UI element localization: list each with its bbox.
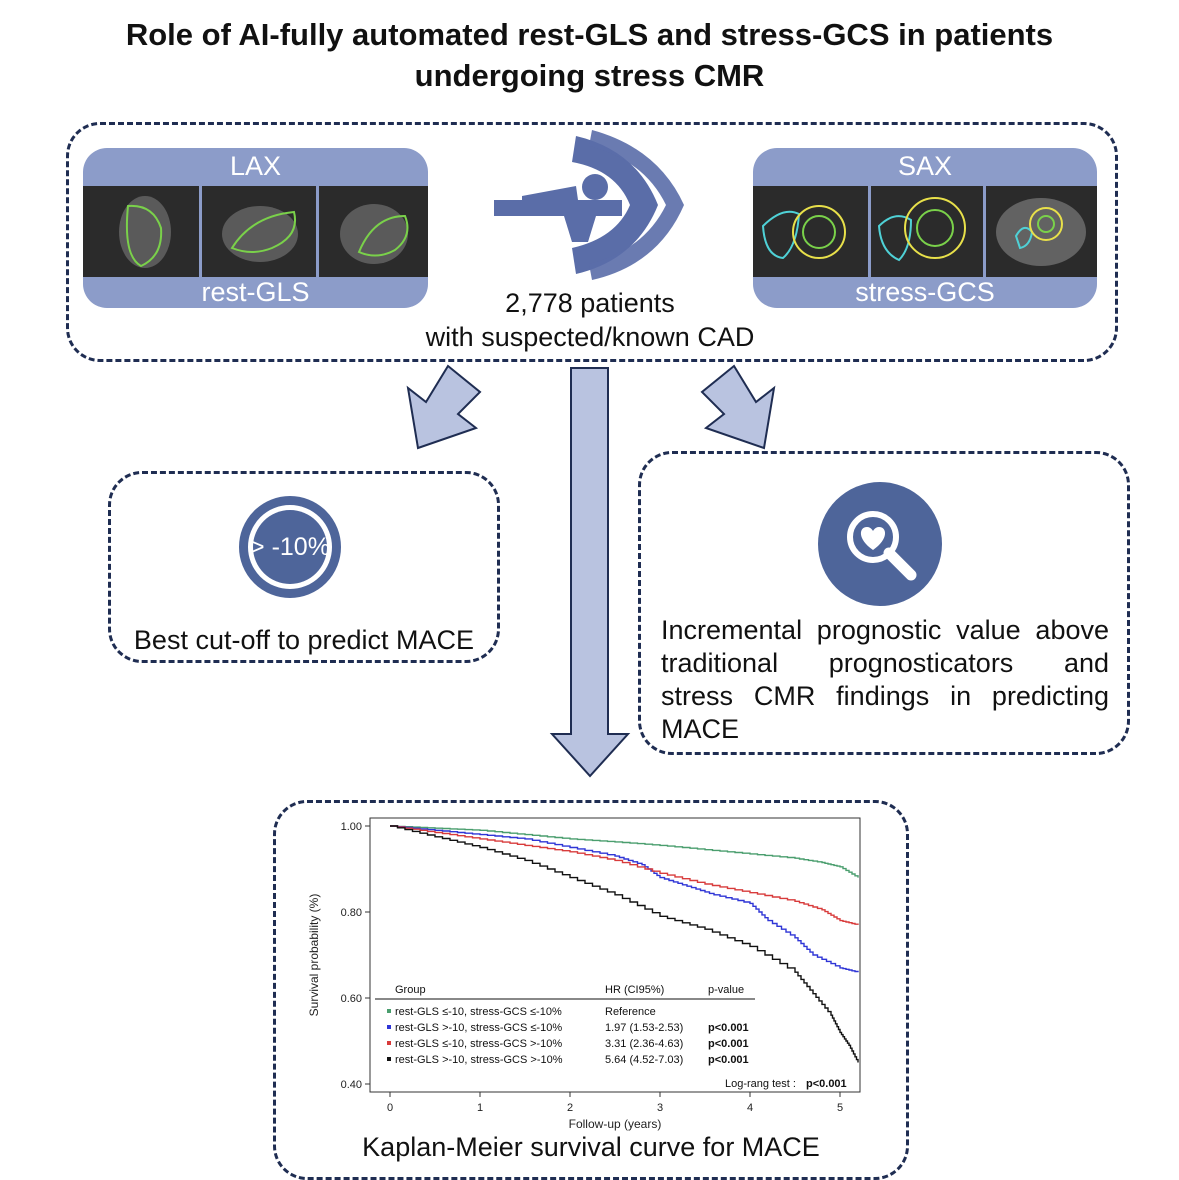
sax-panel: SAX stress-GCS	[753, 148, 1097, 308]
table-header-group: Group	[395, 984, 426, 996]
x-tick-label: 2	[567, 1102, 573, 1114]
plot-frame	[369, 817, 861, 1093]
y-tick-label: 0.60	[341, 993, 362, 1005]
lax-image-1	[83, 186, 199, 277]
incremental-text: Incremental prognostic value above tradi…	[661, 615, 1109, 744]
lax-panel: LAX rest-GLS	[83, 148, 428, 308]
table-row-hr: 5.64 (4.52-7.03)	[605, 1054, 683, 1066]
x-tick-label: 1	[477, 1102, 483, 1114]
logrank-label: Log-rang test :	[725, 1078, 796, 1090]
x-axis-label: Follow-up (years)	[569, 1117, 662, 1131]
table-row-marker	[387, 1009, 391, 1013]
cohort-text: 2,778 patients with suspected/known CAD	[425, 288, 755, 352]
table-row-p: p<0.001	[708, 1022, 749, 1034]
cutoff-value: > -10%	[250, 533, 330, 561]
km-curve-3	[390, 825, 859, 925]
km-table: Group HR (CI95%) p-value rest-GLS ≤-10, str…	[375, 984, 847, 1090]
mri-scanner-icon	[494, 130, 684, 280]
table-row-marker	[387, 1025, 391, 1029]
table-row-hr: Reference	[605, 1006, 656, 1018]
lax-label: LAX	[229, 151, 282, 181]
x-tick-label: 4	[747, 1102, 753, 1114]
km-curve-1	[390, 825, 859, 878]
cutoff-badge: > -10%	[239, 496, 341, 598]
sax-image-3	[986, 186, 1097, 277]
sax-label: SAX	[897, 151, 953, 181]
arrow-down-right-icon	[700, 364, 776, 450]
table-row-group: rest-GLS >-10, stress-GCS ≤-10%	[395, 1022, 562, 1034]
table-row-marker	[387, 1057, 391, 1061]
lax-image-3	[319, 186, 428, 277]
y-tick-label: 1.00	[341, 821, 362, 833]
x-tick-label: 3	[657, 1102, 663, 1114]
magnifier-heart-icon	[818, 482, 942, 606]
km-caption: Kaplan-Meier survival curve for MACE	[362, 1132, 820, 1162]
sax-image-2	[871, 186, 983, 277]
page-title: Role of AI-fully automated rest-GLS and …	[125, 17, 1054, 93]
table-row-hr: 1.97 (1.53-2.53)	[605, 1022, 683, 1034]
table-row-p: p<0.001	[708, 1054, 749, 1066]
incremental-value-box: Incremental prognostic value above tradi…	[638, 451, 1130, 755]
rest-gls-label: rest-GLS	[201, 277, 310, 307]
arrow-down-left-icon	[406, 364, 482, 450]
cutoff-box: > -10% Best cut-off to predict MACE	[108, 471, 500, 663]
table-row-hr: 3.31 (2.36-4.63)	[605, 1038, 683, 1050]
table-row-group: rest-GLS >-10, stress-GCS >-10%	[395, 1054, 563, 1066]
km-curve-2	[390, 825, 859, 973]
table-row-marker	[387, 1041, 391, 1045]
x-tick-label: 0	[387, 1102, 393, 1114]
study-overview-box	[66, 122, 1118, 362]
table-header-hr: HR (CI95%)	[605, 984, 664, 996]
y-tick-label: 0.40	[341, 1079, 362, 1091]
lax-image-2	[202, 186, 316, 277]
km-lines	[390, 825, 859, 1063]
logrank-value: p<0.001	[806, 1078, 847, 1090]
sax-image-1	[753, 186, 868, 277]
table-row-group: rest-GLS ≤-10, stress-GCS ≤-10%	[395, 1006, 562, 1018]
cutoff-caption: Best cut-off to predict MACE	[133, 625, 475, 655]
y-tick-label: 0.80	[341, 907, 362, 919]
y-axis-label: Survival probability (%)	[307, 894, 321, 1017]
table-row-group: rest-GLS ≤-10, stress-GCS >-10%	[395, 1038, 562, 1050]
stress-gcs-label: stress-GCS	[855, 277, 995, 307]
x-tick-label: 5	[837, 1102, 843, 1114]
table-header-p: p-value	[708, 984, 744, 996]
table-row-p: p<0.001	[708, 1038, 749, 1050]
arrow-down-center-icon	[549, 367, 631, 778]
km-curve-4	[390, 825, 859, 1063]
